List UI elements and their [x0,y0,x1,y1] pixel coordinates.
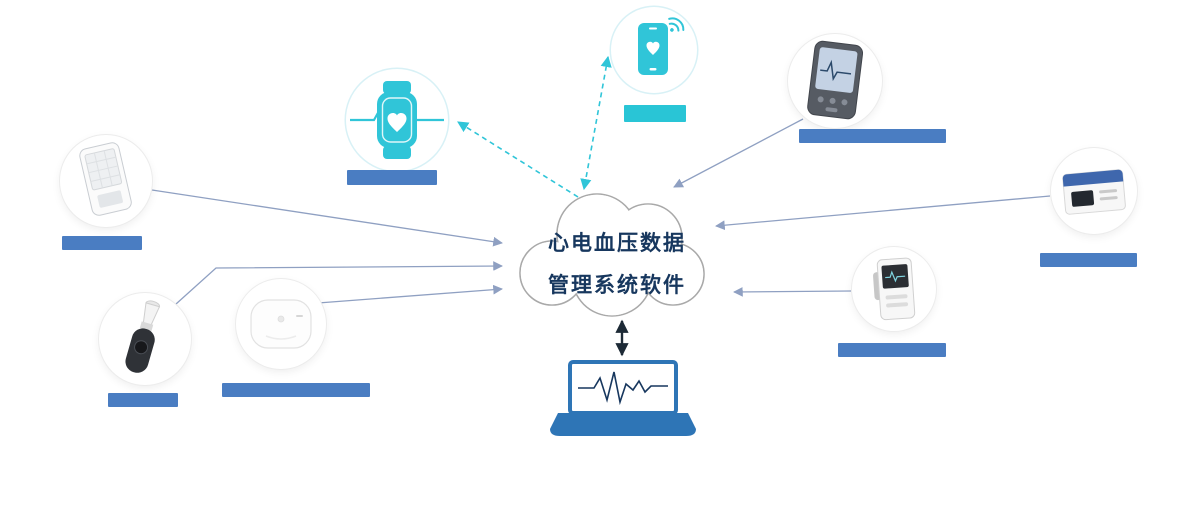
cloud-title-line1: 心电血压数据 [548,231,686,255]
connector-desktop-device-to-cloud [715,195,1051,231]
ear-thermometer-image [125,300,161,373]
holter-recorder-image [873,257,916,321]
device-ear-thermometer [99,293,191,385]
cloud-title: 心电血压数据 管理系统软件 [548,222,708,306]
cloud-title-line2: 管理系统软件 [548,273,686,297]
connector-handheld-monitor-to-cloud [673,118,804,188]
wearable-patch-label-bar [222,383,370,397]
device-desktop-ecg [1051,148,1137,234]
smartphone-label-bar [624,105,686,122]
device-wearable-patch [236,279,326,369]
smartwatch-label-bar [347,170,437,185]
holter-recorder-label-bar [838,343,946,357]
connector-cloud-to-smartwatch [457,121,579,198]
ecg-recorder-image [79,142,132,216]
laptop-workstation [548,358,698,442]
cloud-system [505,176,720,324]
desktop-ecg-device-image [1062,169,1126,215]
smartwatch-heartbeat-icon [350,81,444,159]
handheld-ecg-monitor-label-bar [799,129,946,143]
connector-ecg-recorder-to-cloud [151,189,503,247]
ecg-recorder-label-bar [62,236,142,250]
device-handheld-ecg-monitor [788,34,882,128]
handheld-ecg-monitor-image [807,40,864,120]
connector-wearable-patch-to-cloud [317,284,503,304]
connector-ear-thermometer-to-cloud [175,261,503,305]
wearable-patch-image [250,299,312,349]
device-smartwatch [346,69,448,171]
device-ecg-recorder [60,135,152,227]
smartphone-heart-icon [638,17,685,75]
connector-cloud-to-smartphone-bidirectional [580,55,612,191]
device-holter-recorder [852,247,936,331]
laptop-screen-waveform [578,371,668,406]
laptop-ecg-icon [550,360,696,436]
connector-holter-to-cloud [733,287,852,297]
ear-thermometer-label-bar [108,393,178,407]
cloud-shape [519,193,705,317]
device-smartphone-app [611,7,697,93]
desktop-ecg-label-bar [1040,253,1137,267]
